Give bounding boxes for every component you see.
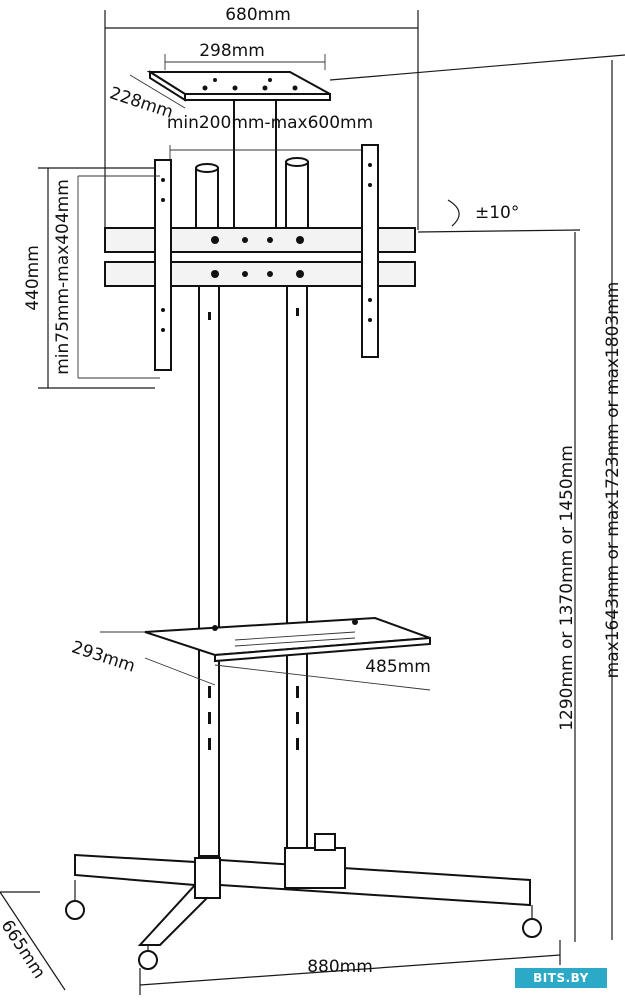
tilt-indicator: ±10° [447,199,519,227]
base-width-label: 880mm [307,957,373,977]
shelf-top-depth-label: 228mm [107,83,176,122]
total-height-label: max1643mm or max1723mm or max1803mm [603,282,623,679]
base [65,833,542,970]
height-dimensions: max1643mm or max1723mm or max1803mm 1290… [329,54,625,942]
lower-shelf: 293mm 485mm [69,616,431,691]
top-width-dimension: 680mm [104,5,419,230]
vesa-horizontal-label: min200mm-max600mm [167,113,373,133]
vesa-horizontal-dimension: min200mm-max600mm [167,113,373,160]
lower-shelf-depth-label: 293mm [69,637,138,676]
vesa-vertical-label: min75mm-max404mm [53,179,73,375]
mount-bracket [104,144,416,371]
shelf-top-width-label: 298mm [199,41,265,61]
lower-shelf-width-label: 485mm [365,657,431,677]
bracket-height-label: 440mm [23,245,43,311]
bracket-height-dimension: 440mm min75mm-max404mm [23,167,160,389]
site-watermark: BITS.BY [515,968,607,988]
center-height-label: 1290mm or 1370mm or 1450mm [557,445,577,731]
base-depth-label: 665mm [0,917,49,983]
top-width-label: 680mm [225,5,291,25]
columns [198,285,308,857]
tilt-label: ±10° [475,203,519,223]
